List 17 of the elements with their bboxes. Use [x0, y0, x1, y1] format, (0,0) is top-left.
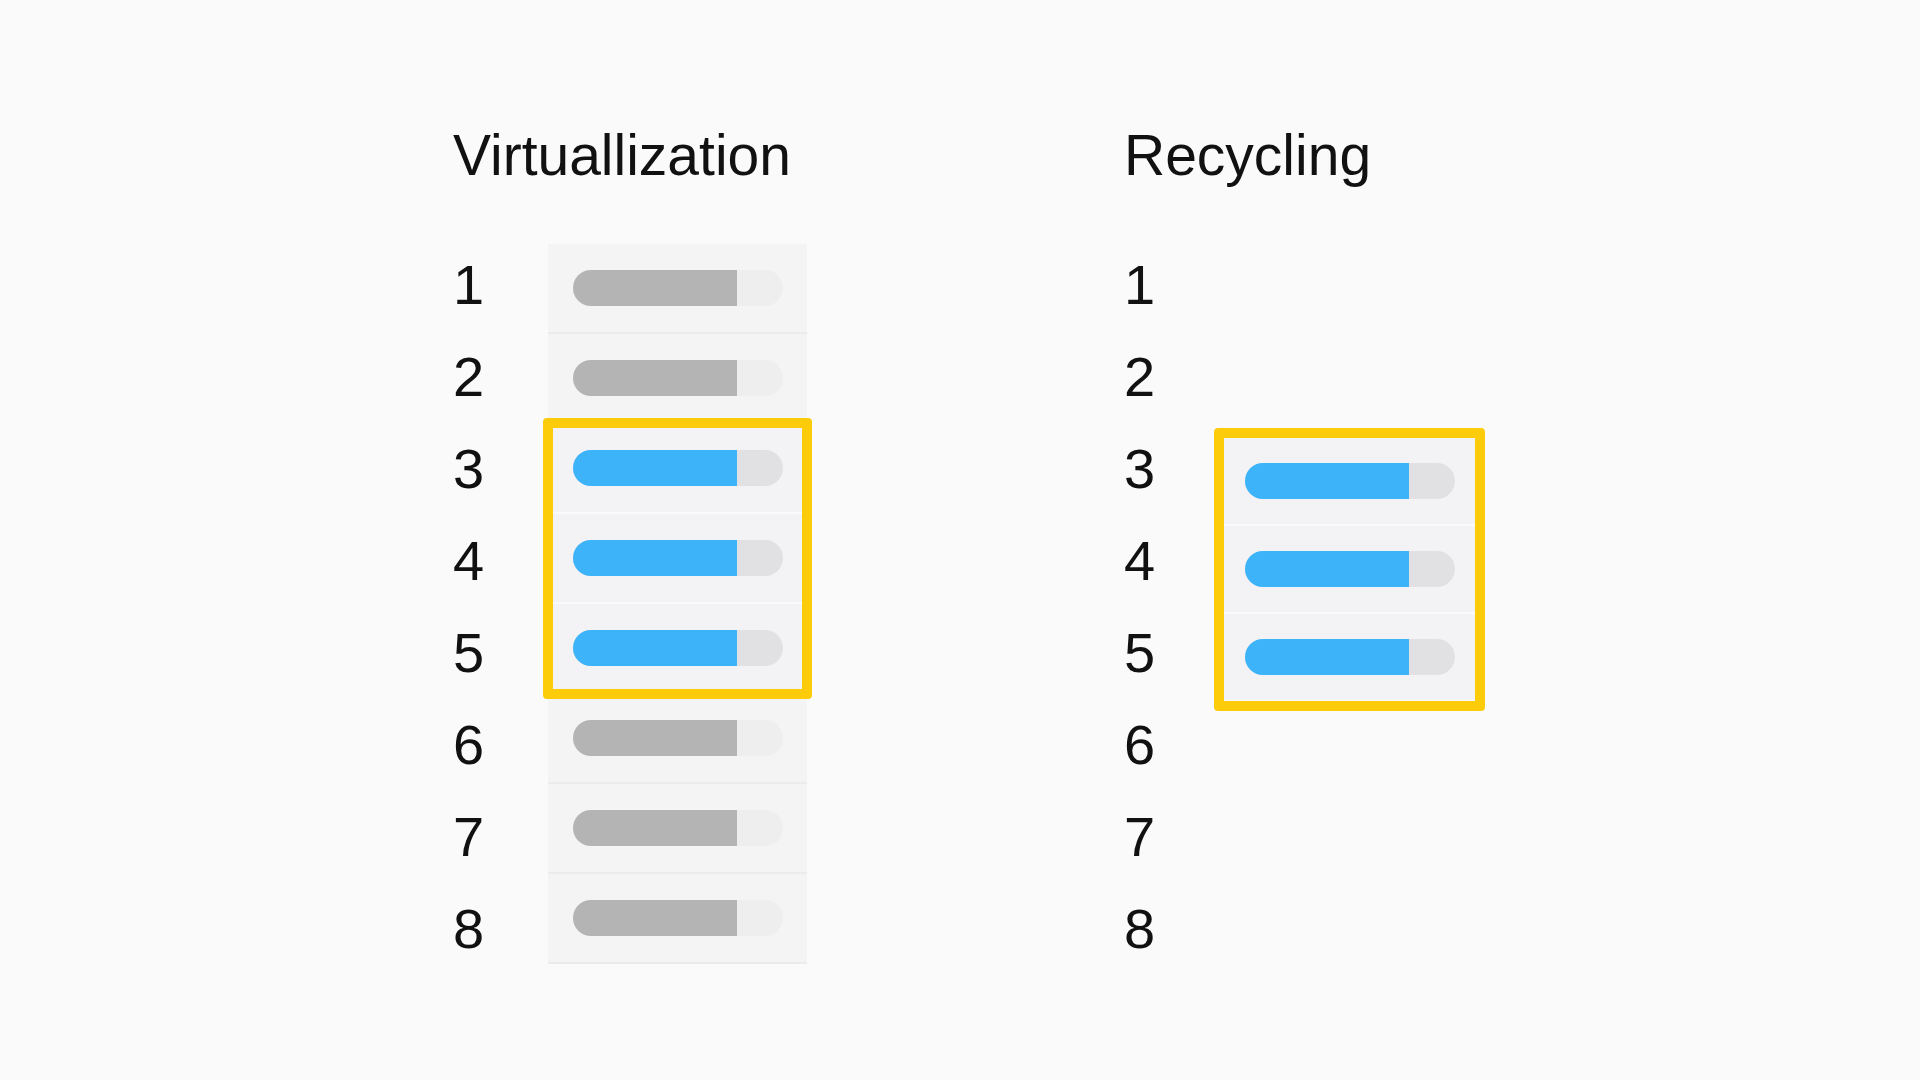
row-number: 6: [453, 717, 485, 773]
row-number: 4: [453, 533, 485, 589]
row-number: 2: [1124, 349, 1156, 405]
row-number: 1: [453, 257, 485, 313]
row-number: 3: [1124, 441, 1156, 497]
row-number: 8: [1124, 901, 1156, 957]
row-number: 3: [453, 441, 485, 497]
row-number: 6: [1124, 717, 1156, 773]
row-number: 5: [453, 625, 485, 681]
row-number: 5: [1124, 625, 1156, 681]
row-number: 8: [453, 901, 485, 957]
row-number: 2: [453, 349, 485, 405]
column-heading: Virtuallization: [453, 127, 791, 184]
row-number: 7: [1124, 809, 1156, 865]
row-number: 4: [1124, 533, 1156, 589]
row-number: 7: [453, 809, 485, 865]
row-number: 1: [1124, 257, 1156, 313]
